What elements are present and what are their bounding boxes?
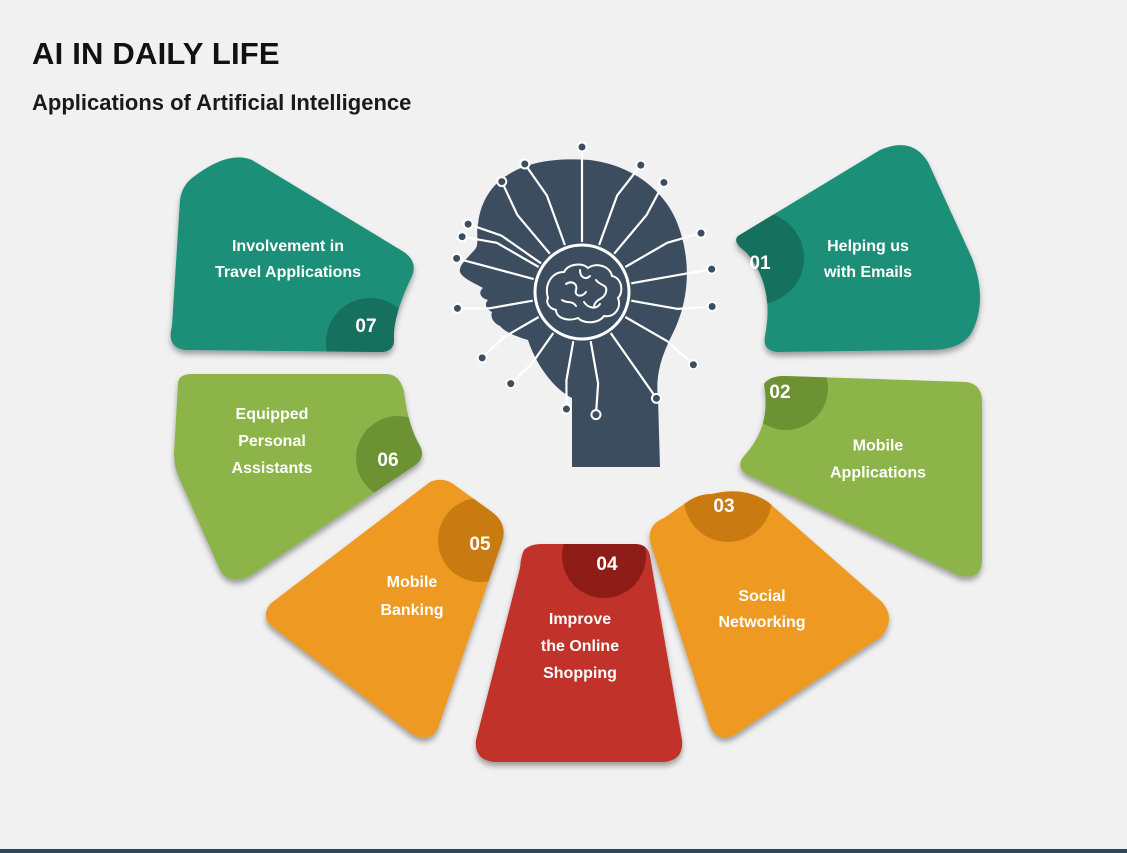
circuit-node bbox=[519, 158, 531, 170]
segment-label-line: the Online bbox=[541, 638, 619, 655]
number-badge bbox=[326, 298, 414, 352]
segment-label-line: Helping us bbox=[827, 238, 909, 255]
circuit-node bbox=[496, 176, 508, 188]
ai-head-circuit-brain-icon bbox=[451, 141, 718, 468]
circuit-node bbox=[590, 409, 602, 421]
segment-label-line: Networking bbox=[718, 614, 805, 631]
circuit-node bbox=[650, 392, 662, 404]
segment-number: 06 bbox=[377, 450, 398, 471]
circuit-line bbox=[467, 223, 542, 265]
number-badge bbox=[736, 212, 804, 304]
bottom-divider bbox=[0, 849, 1127, 853]
circuit-line bbox=[624, 232, 702, 268]
circuit-node bbox=[706, 300, 718, 312]
segment-shape bbox=[649, 491, 889, 738]
segment-label-line: Banking bbox=[380, 602, 443, 619]
circuit-node bbox=[505, 378, 517, 390]
segment-shape bbox=[736, 145, 980, 352]
segment-label-line: Social bbox=[738, 588, 785, 605]
segment-number: 01 bbox=[749, 253, 771, 274]
segment-label-line: Travel Applications bbox=[215, 264, 361, 281]
segment-label-line: Improve bbox=[549, 611, 611, 628]
segment-label-line: Mobile bbox=[387, 574, 438, 591]
segment-label-line: Mobile bbox=[853, 438, 904, 455]
circuit-line bbox=[481, 316, 540, 359]
circuit-node bbox=[476, 352, 488, 364]
segment-number: 03 bbox=[713, 496, 734, 517]
segment-label-line: Personal bbox=[238, 433, 306, 450]
page-subtitle: Applications of Artificial Intelligence bbox=[32, 90, 412, 115]
circuit-line bbox=[565, 341, 575, 410]
segment-label-line: Shopping bbox=[543, 665, 617, 682]
circuit-line bbox=[631, 299, 713, 311]
circuit-node bbox=[635, 159, 647, 171]
circuit-node bbox=[462, 218, 474, 230]
circuit-line bbox=[456, 257, 534, 281]
segment-label-line: Assistants bbox=[232, 460, 313, 477]
circuit-line bbox=[624, 316, 695, 366]
segment-number: 02 bbox=[769, 382, 790, 403]
circuit-line bbox=[523, 163, 566, 246]
segment-label-line: with Emails bbox=[823, 264, 912, 281]
segment-07: 07 Involvement in Travel Applications bbox=[170, 157, 414, 352]
circuit-node bbox=[451, 302, 463, 314]
circuit-node bbox=[687, 359, 699, 371]
segment-number: 04 bbox=[596, 554, 618, 575]
circuit-line bbox=[609, 332, 658, 399]
circuit-node bbox=[560, 403, 572, 415]
circuit-line bbox=[589, 341, 600, 415]
number-badge bbox=[684, 491, 772, 542]
circuit-line bbox=[598, 164, 642, 246]
segment-number: 07 bbox=[355, 316, 376, 337]
circuit-node bbox=[451, 252, 463, 264]
segment-shape bbox=[475, 544, 683, 762]
circuit-node bbox=[576, 141, 588, 153]
segment-label-line: Equipped bbox=[236, 406, 309, 423]
circuit-line bbox=[631, 268, 712, 285]
circuit-node bbox=[456, 231, 468, 243]
segment-number: 05 bbox=[469, 534, 491, 555]
circuit-node bbox=[706, 263, 718, 275]
circuit-line bbox=[457, 299, 533, 310]
circuit-line bbox=[500, 181, 551, 255]
circuit-node bbox=[658, 176, 670, 188]
segment-label-line: Applications bbox=[830, 465, 926, 482]
number-badge bbox=[562, 544, 646, 598]
circuit-line bbox=[613, 181, 665, 255]
segment-shape bbox=[174, 374, 422, 580]
page-title: AI IN DAILY LIFE bbox=[32, 36, 280, 71]
segment-label-line: Involvement in bbox=[232, 238, 344, 255]
circuit-node bbox=[695, 227, 707, 239]
circuit-line bbox=[461, 235, 540, 268]
circuit-line bbox=[510, 332, 555, 385]
segment-01: 01 Helping us with Emails bbox=[736, 145, 980, 352]
